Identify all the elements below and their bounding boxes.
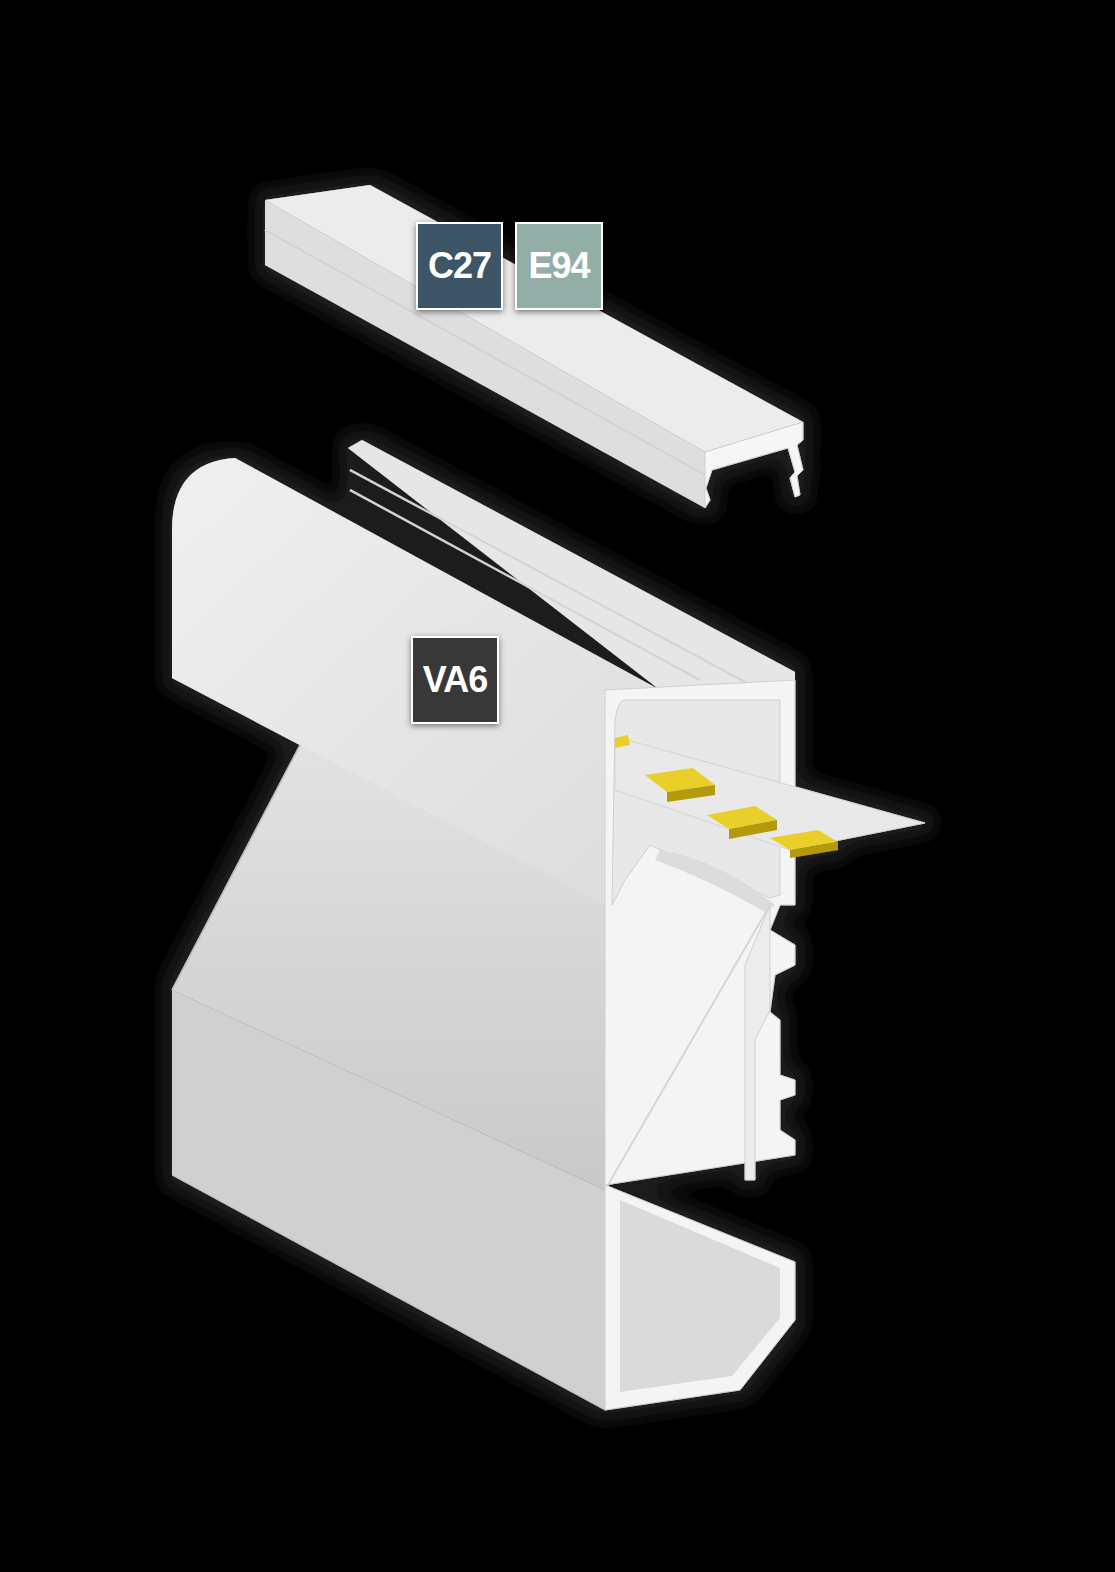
profile-lower-section [605, 1185, 795, 1410]
profile-edge [605, 905, 770, 1190]
color-code-badge: C27 [416, 222, 503, 310]
cover-end-section [705, 422, 803, 508]
badge-code: VA6 [423, 662, 487, 698]
badge-code: C27 [428, 248, 491, 284]
reflector-lip [655, 850, 775, 912]
led-chip [667, 785, 715, 802]
profile-edge [172, 1175, 605, 1410]
diffuser-cover [265, 185, 803, 508]
led-chips [615, 735, 838, 858]
cover-edge-line [265, 230, 705, 475]
led-chip [615, 735, 630, 748]
aluminium-profile [172, 440, 925, 1410]
led-chip [790, 842, 838, 858]
profile-edge [172, 745, 300, 990]
finish-code-badge: VA6 [411, 636, 499, 724]
profile-web [745, 905, 770, 1180]
profile-lower-cavity [620, 1200, 780, 1392]
cover-side-face [265, 200, 705, 508]
badge-code: E94 [528, 248, 589, 284]
color-code-badge: E94 [515, 222, 603, 310]
led-chip [729, 820, 777, 839]
led-strip [615, 738, 925, 850]
profile-groove [350, 490, 700, 680]
